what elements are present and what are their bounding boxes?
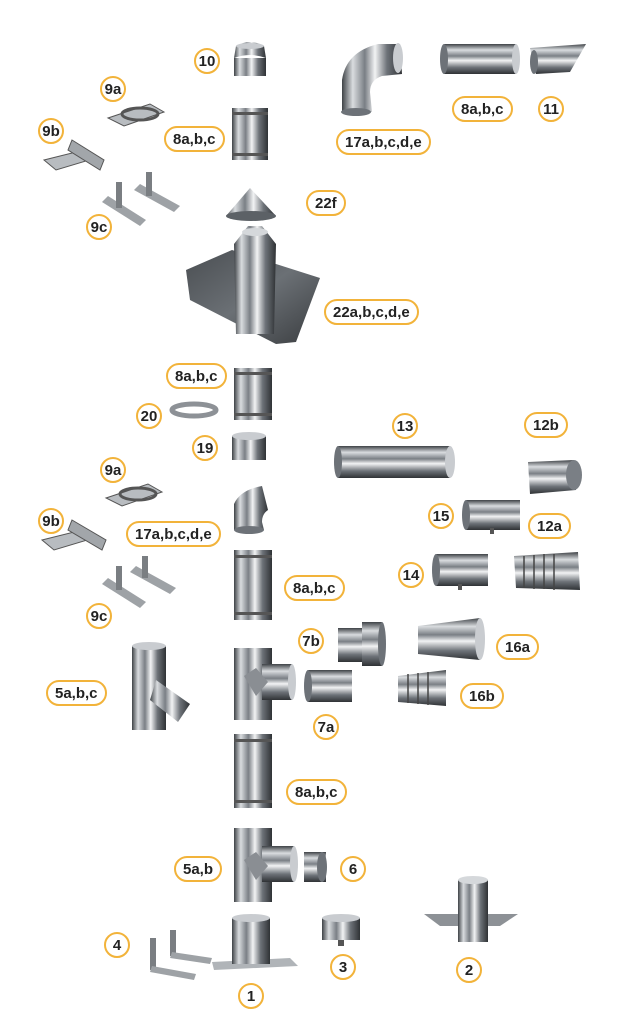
label-8abc-bot: 8a,b,c: [286, 779, 347, 805]
part-wallbrace-9c-mid: [102, 556, 176, 608]
label-17-top: 17a,b,c,d,e: [336, 129, 431, 155]
part-adapter-3: [322, 914, 360, 946]
label-16b: 16b: [460, 683, 504, 709]
label-1: 1: [238, 983, 264, 1009]
part-pipe-8abc-right-top: [440, 44, 520, 74]
part-wallbrace-9c-top: [102, 172, 180, 226]
part-connector-12b: [528, 460, 582, 494]
part-elbow-17-top: [341, 43, 403, 116]
part-base-1: [212, 914, 298, 970]
label-2: 2: [456, 957, 482, 983]
part-bracket-9a-mid: [104, 483, 164, 507]
label-12b: 12b: [524, 412, 568, 438]
label-9b-top: 9b: [38, 118, 64, 144]
label-8abc-mid: 8a,b,c: [166, 363, 227, 389]
part-adapter-19: [232, 432, 266, 460]
part-storm-collar-22f: [226, 188, 276, 221]
part-tee-cap-6: [304, 852, 327, 882]
label-6: 6: [340, 856, 366, 882]
label-9c-mid: 9c: [86, 603, 112, 629]
part-roof-flashing-22: [186, 226, 320, 344]
part-rain-cap-11: [530, 44, 586, 74]
part-tee-5ab: [234, 828, 298, 902]
label-11: 11: [538, 96, 564, 122]
label-19: 19: [192, 435, 218, 461]
label-7a: 7a: [313, 714, 339, 740]
label-5abc: 5a,b,c: [46, 680, 107, 706]
part-support-plate-2: [424, 876, 518, 942]
part-tee-45-5abc: [132, 642, 190, 730]
part-adapter-14: [432, 554, 488, 590]
label-9b-mid: 9b: [38, 508, 64, 534]
label-9a-mid: 9a: [100, 457, 126, 483]
part-bellows-12a: [514, 552, 580, 590]
label-8abc-low: 8a,b,c: [284, 575, 345, 601]
part-band-20: [169, 401, 219, 419]
part-elbow-17-mid: [234, 486, 268, 534]
part-bellows-16b: [398, 670, 446, 706]
label-15: 15: [428, 503, 454, 529]
label-13: 13: [392, 413, 418, 439]
part-reducer-7b: [338, 622, 386, 666]
label-22f: 22f: [306, 190, 346, 216]
label-3: 3: [330, 954, 356, 980]
label-8abc-top: 8a,b,c: [164, 126, 225, 152]
label-7b: 7b: [298, 628, 324, 654]
label-9c-top: 9c: [86, 214, 112, 240]
label-5ab: 5a,b: [174, 856, 223, 882]
label-8abc-right: 8a,b,c: [452, 96, 513, 122]
part-bracket-9a-top: [106, 103, 166, 127]
part-reducer-7a: [304, 670, 352, 702]
part-tee-main: [234, 648, 296, 720]
label-9a-top: 9a: [100, 76, 126, 102]
part-increaser-16a: [418, 618, 485, 660]
part-long-pipe-13: [334, 446, 455, 478]
label-12a: 12a: [528, 513, 572, 539]
part-bracket-9b-top: [42, 139, 105, 171]
part-bracket-9b-mid: [40, 519, 107, 551]
label-4: 4: [104, 932, 130, 958]
label-14: 14: [398, 562, 424, 588]
label-16a: 16a: [496, 634, 540, 660]
part-pipe-8abc-top: [232, 108, 268, 160]
label-22: 22a,b,c,d,e: [324, 299, 419, 325]
part-pipe-8abc-low: [234, 550, 272, 620]
part-cap-10: [234, 42, 266, 76]
label-20: 20: [136, 403, 162, 429]
label-17-mid: 17a,b,c,d,e: [126, 521, 221, 547]
part-adapter-15: [462, 500, 520, 534]
part-wallbrace-4: [150, 930, 212, 980]
label-10: 10: [194, 48, 220, 74]
part-pipe-8abc-mid: [234, 368, 272, 420]
part-pipe-8abc-bot: [234, 734, 272, 808]
